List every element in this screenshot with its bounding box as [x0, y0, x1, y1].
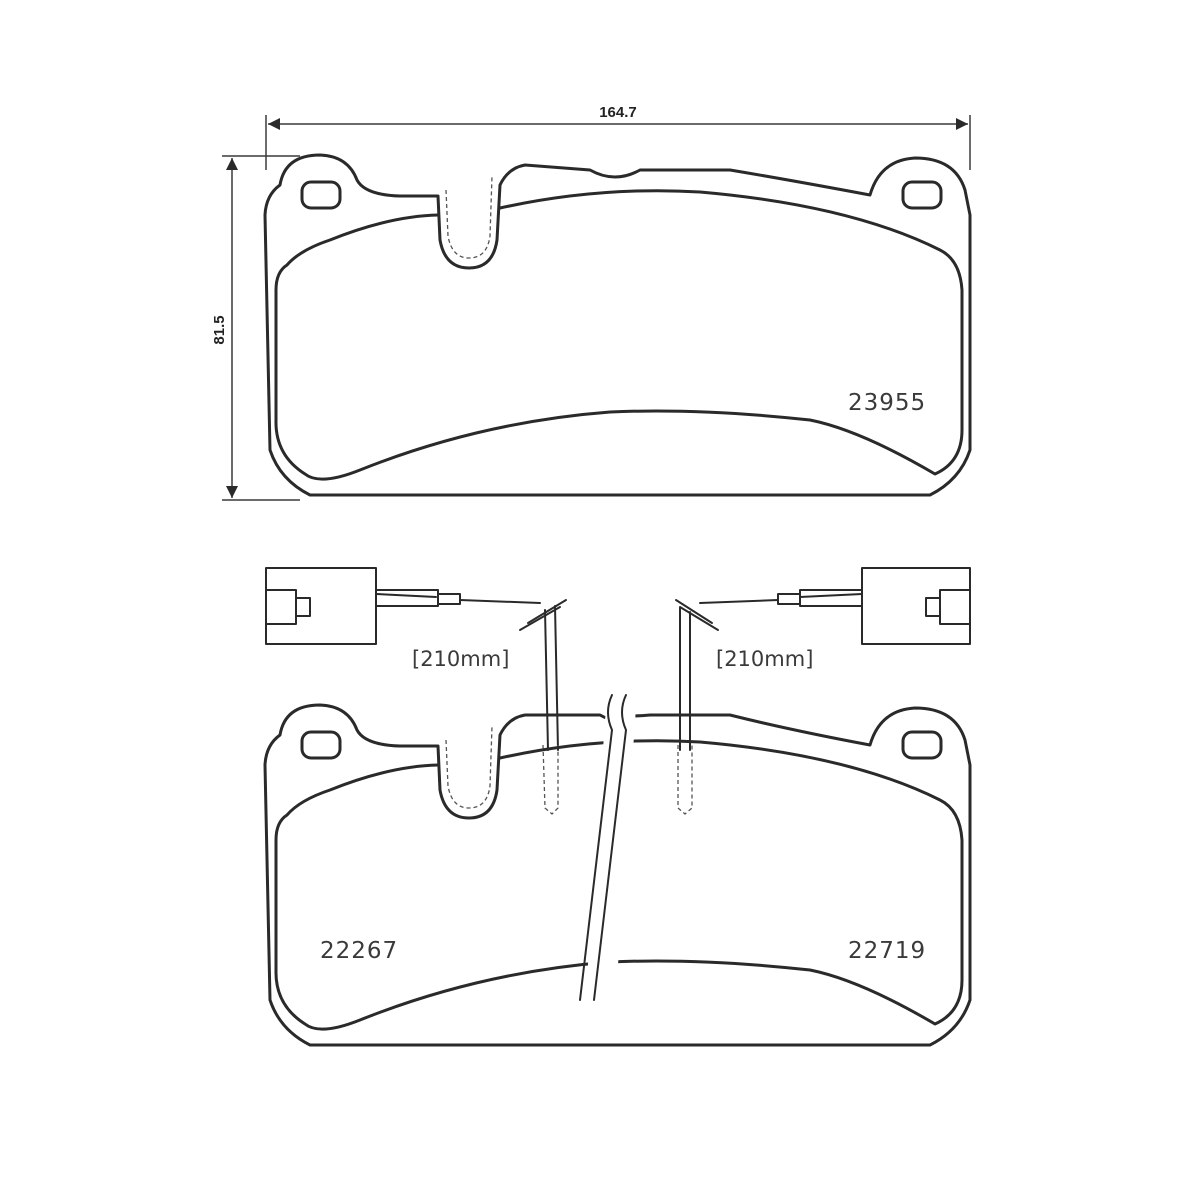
bottom-friction-material	[274, 739, 964, 1031]
right-sensor-connector	[861, 567, 971, 645]
bottom-left-pad-number: 22267	[320, 938, 398, 964]
top-brake-pad: 23955	[263, 153, 972, 497]
bottom-left-mounting-hole	[300, 730, 342, 760]
height-dimension: 81.5	[211, 155, 300, 501]
left-sensor-length: [210mm]	[412, 647, 509, 671]
width-dimension-label: 164.7	[599, 104, 637, 121]
height-dimension-label: 81.5	[211, 315, 228, 344]
top-slot-hidden-line	[445, 175, 493, 259]
width-dimension: 164.7	[265, 104, 971, 170]
top-left-mounting-hole	[300, 180, 342, 210]
bottom-brake-pad: 22267 22719	[263, 703, 972, 1047]
right-wear-sensor: [210mm]	[675, 567, 971, 815]
bottom-right-mounting-hole	[901, 730, 943, 760]
bottom-backing-plate	[263, 703, 972, 1047]
top-right-mounting-hole	[901, 180, 943, 210]
bottom-right-pad-number: 22719	[848, 938, 926, 964]
top-friction-material	[274, 189, 964, 481]
bottom-slot-hidden-line	[445, 725, 493, 809]
right-sensor-length: [210mm]	[716, 647, 813, 671]
break-line	[579, 694, 637, 1001]
left-sensor-connector	[265, 567, 377, 645]
left-wear-sensor: [210mm]	[265, 567, 567, 815]
top-backing-plate	[263, 153, 972, 497]
top-pad-number: 23955	[848, 390, 926, 416]
